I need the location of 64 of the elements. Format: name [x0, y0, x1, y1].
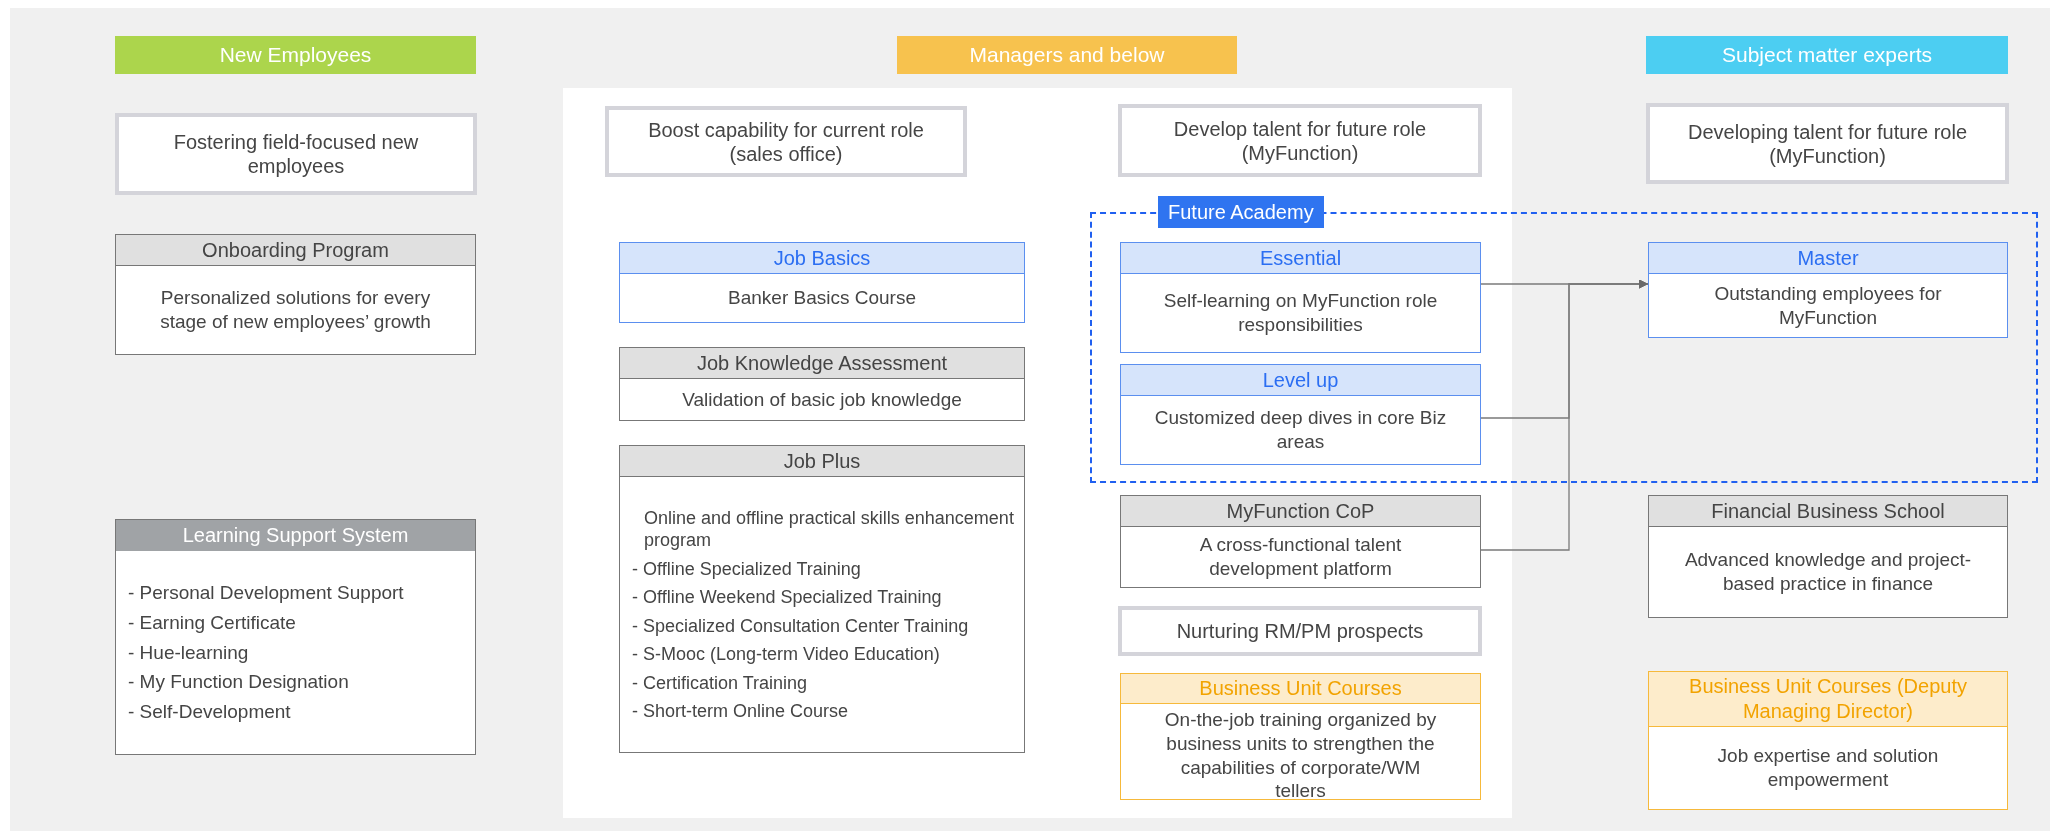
- goal-text: Boost capability for current role (sales office): [647, 117, 925, 166]
- card-title: MyFunction CoP: [1121, 496, 1480, 527]
- list-item: - Certification Training: [631, 671, 809, 695]
- card-description: Validation of basic job knowledge: [681, 387, 963, 412]
- card-description: Self-learning on MyFunction role responsibilities: [1162, 289, 1439, 337]
- goal-box: [605, 106, 967, 177]
- card-description: Advanced knowledge and project-based practice in finance: [1683, 548, 1973, 596]
- card-title: Onboarding Program: [116, 235, 475, 266]
- goal-box: [1646, 103, 2009, 184]
- card-title: Job Plus: [620, 446, 1024, 477]
- program-card: [619, 242, 1025, 323]
- card-description: A cross-functional talent development platform: [1198, 533, 1403, 581]
- card-description: Customized deep dives in core Biz areas: [1153, 406, 1448, 454]
- category-banner: [897, 36, 1237, 74]
- category-title: Subject matter experts: [1721, 43, 1933, 67]
- card-title: Essential: [1121, 243, 1480, 274]
- card-description: Job expertise and solution empowerment: [1716, 744, 1940, 792]
- program-card: [1120, 673, 1481, 800]
- connector-arrow: [1480, 279, 1649, 551]
- program-card: [1648, 671, 2008, 810]
- goal-text: Nurturing RM/PM prospects: [1175, 619, 1425, 643]
- list-item: - Personal Development Support: [127, 581, 405, 606]
- list-item: - Specialized Consultation Center Training: [631, 614, 970, 638]
- goal-box: [1118, 104, 1482, 177]
- list-item: - Short-term Online Course: [631, 700, 850, 723]
- card-description: Personalized solutions for every stage of new employees’ growth: [159, 286, 432, 334]
- card-description: Outstanding employees for MyFunction: [1713, 281, 1943, 330]
- group-tag: Future Academy: [1158, 196, 1324, 228]
- program-card: [619, 445, 1025, 753]
- program-card: [1648, 242, 2008, 338]
- card-title: Financial Business School: [1649, 496, 2007, 527]
- list-item: - Offline Specialized Training: [631, 557, 862, 581]
- goal-text: Developing talent for future role (MyFunction): [1686, 119, 1969, 168]
- card-description: Banker Basics Course: [727, 286, 917, 310]
- program-card: [1120, 242, 1481, 353]
- card-title: Learning Support System: [116, 520, 475, 551]
- card-description: On-the-job training organized by business units to strengthen the capabilities of corporate/WM tellers: [1163, 708, 1438, 803]
- card-title: Business Unit Courses: [1121, 674, 1480, 704]
- category-banner: [115, 36, 476, 74]
- list-item: - Offline Weekend Specialized Training: [631, 586, 943, 609]
- list-item: - Earning Certificate: [127, 610, 297, 635]
- card-title: Job Knowledge Assessment: [620, 348, 1024, 379]
- card-title: Business Unit Courses (Deputy Managing Director): [1649, 672, 2007, 727]
- list-item: - S-Mooc (Long-term Video Education): [631, 643, 941, 666]
- program-card: [1120, 364, 1481, 465]
- card-title: Job Basics: [620, 243, 1024, 274]
- card-title: Master: [1649, 243, 2007, 274]
- card-title: Level up: [1121, 365, 1480, 396]
- goal-box: [115, 113, 477, 195]
- goal-text: Fostering field-focused new employees: [172, 130, 420, 178]
- program-card: [115, 519, 476, 755]
- program-card: [1648, 495, 2008, 618]
- program-card: [1120, 495, 1481, 588]
- category-banner: [1646, 36, 2008, 74]
- category-title: Managers and below: [969, 43, 1165, 67]
- goal-text: Develop talent for future role (MyFunction): [1172, 116, 1428, 165]
- program-card: [115, 234, 476, 355]
- list-item: - Self-Development: [127, 700, 292, 725]
- list-item: - My Function Designation: [127, 670, 350, 695]
- category-title: New Employees: [219, 43, 372, 67]
- program-card: [619, 347, 1025, 421]
- goal-box: [1118, 606, 1482, 656]
- list-item: - Hue-learning: [127, 640, 250, 665]
- list-item: Online and offline practical skills enhancement program: [643, 506, 1015, 552]
